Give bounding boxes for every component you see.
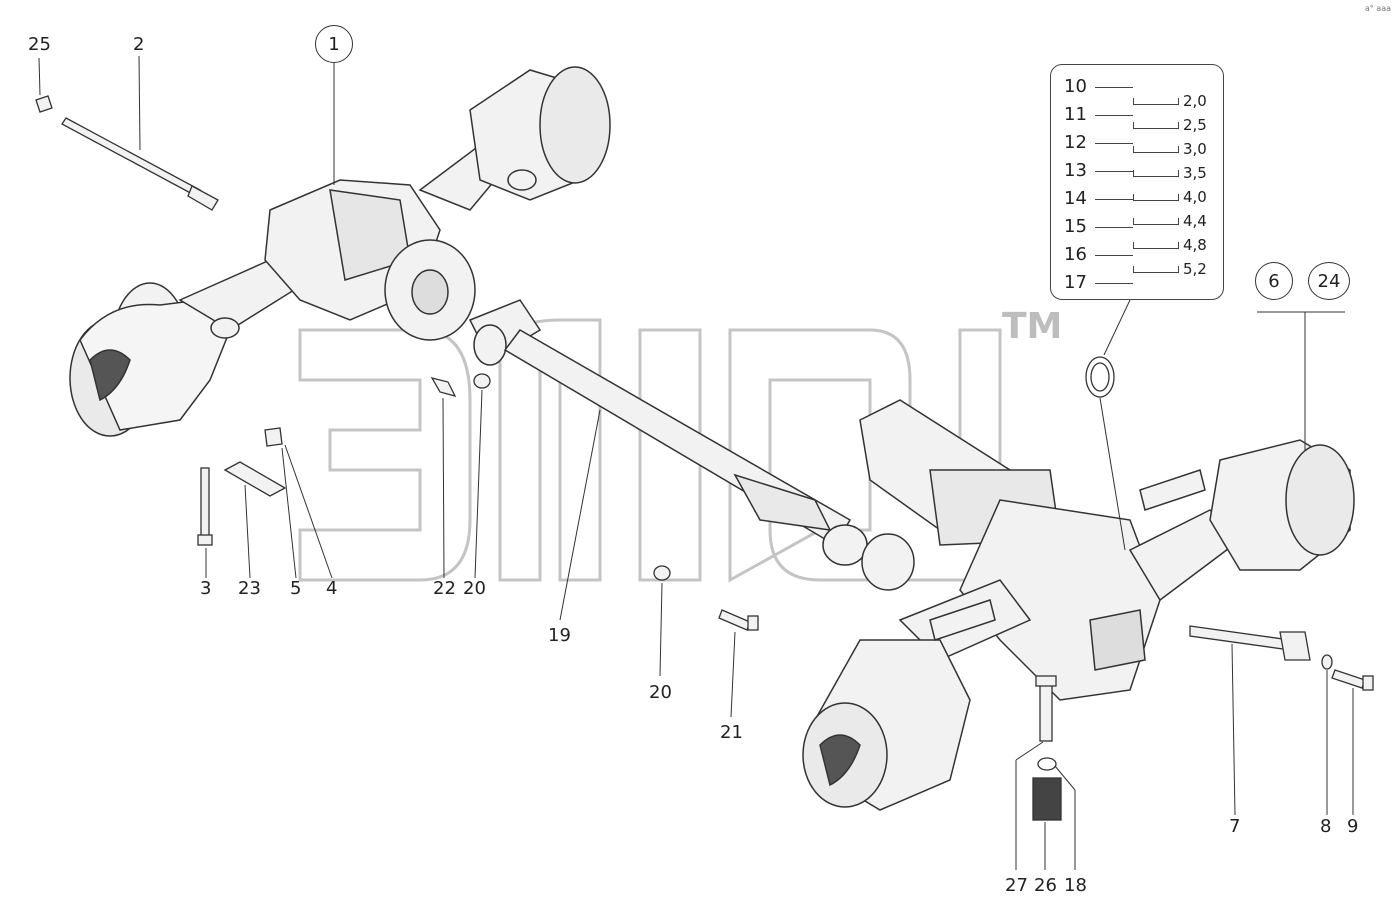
part-label-9: 9 — [1347, 816, 1359, 837]
part-label-23: 23 — [238, 578, 261, 599]
part-label-4: 4 — [326, 578, 338, 599]
shim-num: 14 — [1064, 188, 1087, 209]
front-axle-assembly — [69, 66, 611, 437]
shim-num: 10 — [1064, 76, 1087, 97]
shim-value: 2,0 — [1183, 92, 1207, 110]
small-parts — [35, 95, 1374, 821]
leader-lines — [38, 55, 1354, 870]
part-label-19: 19 — [548, 625, 571, 646]
part-label-25: 25 — [28, 34, 51, 55]
part-label-22: 22 — [433, 578, 456, 599]
shim-num: 11 — [1064, 104, 1087, 125]
part-label-8: 8 — [1320, 816, 1332, 837]
part-label-18: 18 — [1064, 875, 1087, 896]
shim-num: 13 — [1064, 160, 1087, 181]
part-label-3: 3 — [200, 578, 212, 599]
shim-value: 3,5 — [1183, 164, 1207, 182]
part-label-21: 21 — [720, 722, 743, 743]
part-label-20-lower: 20 — [649, 682, 672, 703]
shim-value: 5,2 — [1183, 260, 1207, 278]
shim-num: 15 — [1064, 216, 1087, 237]
part-label-27: 27 — [1005, 875, 1028, 896]
drive-shaft — [468, 299, 915, 591]
shim-num: 17 — [1064, 272, 1087, 293]
shim-legend: 10 2,0 11 2,5 12 3,0 13 3,5 14 4,0 15 4,… — [1050, 64, 1224, 300]
part-label-6: 6 — [1255, 262, 1293, 300]
part-label-1: 1 — [315, 25, 353, 63]
corner-mark: a° aaa — [1364, 4, 1391, 13]
shim-value: 2,5 — [1183, 116, 1207, 134]
shim-value: 4,8 — [1183, 236, 1207, 254]
shim-num: 12 — [1064, 132, 1087, 153]
shim-value: 4,0 — [1183, 188, 1207, 206]
part-label-26: 26 — [1034, 875, 1057, 896]
watermark-tm: TM — [1002, 306, 1063, 347]
rear-axle-assembly — [802, 399, 1355, 811]
part-label-5: 5 — [290, 578, 302, 599]
shim-value: 4,4 — [1183, 212, 1207, 230]
shim-value: 3,0 — [1183, 140, 1207, 158]
part-label-20: 20 — [463, 578, 486, 599]
part-label-2: 2 — [133, 34, 145, 55]
part-label-24: 24 — [1308, 262, 1350, 300]
part-label-7: 7 — [1229, 816, 1241, 837]
shim-num: 16 — [1064, 244, 1087, 265]
